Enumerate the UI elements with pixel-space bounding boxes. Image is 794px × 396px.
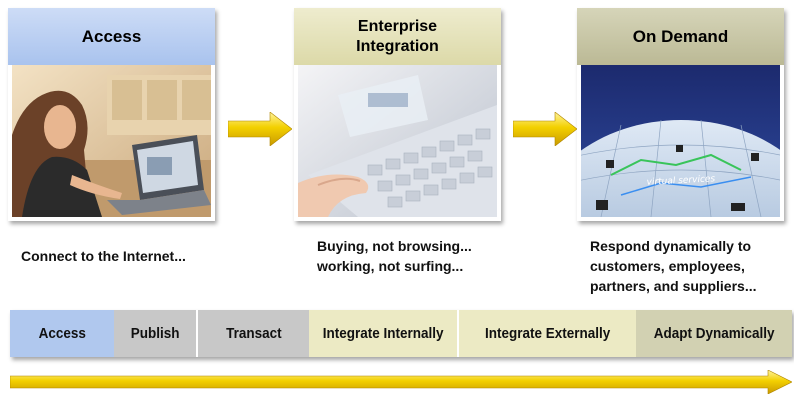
- progression-step-access: Access: [10, 310, 114, 357]
- globe-label: virtual services: [646, 174, 715, 188]
- caption-line: working, not surfing...: [317, 258, 464, 274]
- caption-access: Connect to the Internet...: [21, 246, 186, 266]
- stage-access: Access: [8, 8, 215, 221]
- virtual-services-globe-image: virtual services: [581, 65, 780, 217]
- caption-on-demand: Respond dynamically to customers, employ…: [590, 236, 757, 296]
- stage-access-title: Access: [8, 8, 215, 65]
- stage-title-line: Integration: [356, 37, 439, 55]
- stage-enterprise-integration-title: Enterprise Integration: [294, 8, 501, 65]
- caption-line: Respond dynamically to: [590, 238, 752, 254]
- progression-step-transact: Transact: [198, 310, 309, 357]
- caption-line: partners, and suppliers...: [590, 278, 757, 294]
- stage-enterprise-integration: Enterprise Integration: [294, 8, 501, 221]
- right-arrow-icon: [228, 112, 292, 146]
- keyboard-card-image: [298, 65, 497, 217]
- progression-bar: Access Publish Transact Integrate Intern…: [10, 310, 792, 357]
- progression-step-publish: Publish: [114, 310, 196, 357]
- caption-line: Buying, not browsing...: [317, 238, 472, 254]
- progression-step-integrate-internally: Integrate Internally: [309, 310, 457, 357]
- progression-divider: [457, 314, 459, 353]
- stage-on-demand: On Demand virtual services: [577, 8, 784, 221]
- stage-title-line: On Demand: [632, 26, 729, 46]
- progression-divider: [196, 314, 198, 353]
- stage-title-line: Enterprise: [357, 17, 438, 35]
- right-arrow-icon: [513, 112, 577, 146]
- caption-line: Connect to the Internet...: [21, 248, 186, 264]
- caption-line: customers, employees,: [590, 258, 745, 274]
- caption-enterprise-integration: Buying, not browsing... working, not sur…: [317, 236, 472, 276]
- progression-step-integrate-externally: Integrate Externally: [459, 310, 636, 357]
- woman-at-laptop-image: [12, 65, 211, 217]
- stage-title-line: Access: [81, 26, 142, 46]
- progress-arrow-icon: [10, 370, 792, 394]
- stage-on-demand-title: On Demand: [577, 8, 784, 65]
- progression-step-adapt-dynamically: Adapt Dynamically: [636, 310, 792, 357]
